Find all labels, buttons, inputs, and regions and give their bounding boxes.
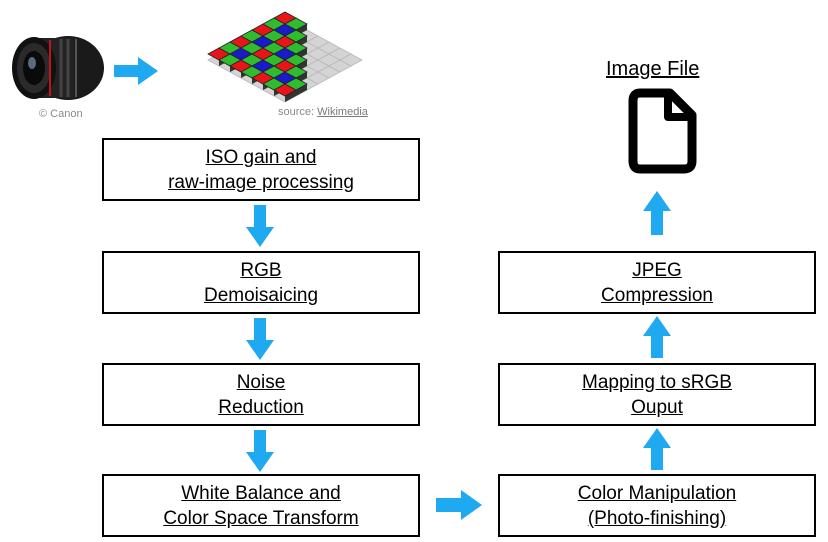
arrow-right-icon [436,490,482,520]
image-file-title: Image File [606,58,700,80]
demosaicing-line1: RGB [240,259,282,281]
white-balance-line2: Color Space Transform [163,507,359,529]
demosaicing-line2: Demoisaicing [203,284,319,306]
canon-credit: © Canon [39,108,83,120]
srgb-mapping-line2: Ouput [631,396,683,418]
jpeg-compression-line1: JPEG [632,259,682,281]
arrow-up-icon [643,428,671,470]
demosaicing-box: RGB Demoisaicing [102,251,420,314]
arrow-right-icon [114,57,158,85]
noise-reduction-line2: Reduction [218,396,304,418]
arrow-down-icon [246,430,274,472]
wikimedia-link[interactable]: Wikimedia [317,106,368,118]
white-balance-line1: White Balance and [181,482,341,504]
jpeg-compression-box: JPEG Compression [498,251,816,314]
arrow-up-icon [643,191,671,235]
white-balance-box: White Balance and Color Space Transform [102,474,420,537]
color-manipulation-line2: (Photo-finishing) [587,507,727,529]
arrow-down-icon [246,318,274,360]
jpeg-compression-line2: Compression [601,284,713,306]
iso-gain-line1: ISO gain and [205,146,317,168]
source-credit: source: Wikimedia [278,106,368,118]
srgb-mapping-box: Mapping to sRGB Ouput [498,363,816,426]
arrow-down-icon [246,205,274,247]
bayer-sensor-image [207,11,363,103]
iso-gain-line2: raw-image processing [168,171,354,193]
noise-reduction-box: Noise Reduction [102,363,420,426]
noise-reduction-line1: Noise [236,371,286,393]
camera-lens-image [6,30,106,105]
arrow-up-icon [643,316,671,358]
iso-gain-box: ISO gain and raw-image processing [102,138,420,201]
source-label: source: [278,106,315,118]
color-manipulation-line1: Color Manipulation [577,482,737,504]
color-manipulation-box: Color Manipulation (Photo-finishing) [498,474,816,537]
srgb-mapping-line1: Mapping to sRGB [582,371,732,393]
file-icon [628,88,697,174]
